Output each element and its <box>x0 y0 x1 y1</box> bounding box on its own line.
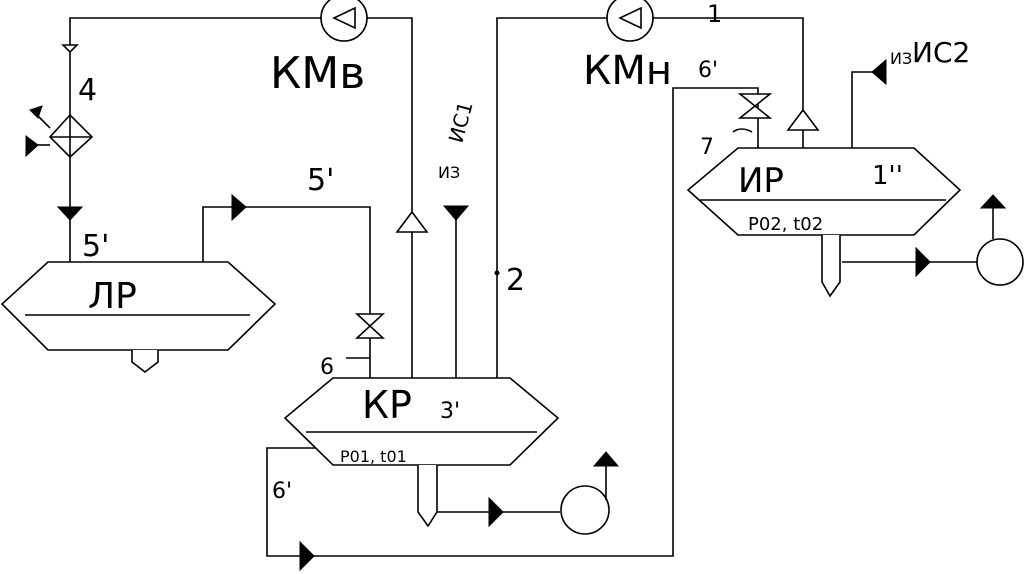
pipeline-6-prime-return <box>266 87 759 557</box>
label-iz-1: ИЗ <box>438 163 460 182</box>
pipeline-km-n-loop <box>496 17 804 455</box>
flow-arrows <box>56 44 931 572</box>
label-lr: ЛР <box>88 276 137 317</box>
vessel-kr <box>283 377 560 528</box>
pipeline-upper-loop <box>69 17 413 378</box>
valve-6 <box>346 313 386 359</box>
label-km-n: КМн <box>583 48 672 94</box>
label-n7: 7 <box>700 135 714 160</box>
label-n1pp: 1'' <box>872 161 903 191</box>
heat-exchanger-4 <box>25 105 94 159</box>
label-n3p: 3' <box>440 399 460 424</box>
label-n6: 6 <box>320 355 334 380</box>
label-p02-t02: P02, t02 <box>748 214 823 235</box>
compressor-km-n <box>606 0 654 42</box>
vessel-ir <box>686 147 962 298</box>
label-ir: ИР <box>738 161 784 201</box>
pump-ir <box>976 194 1024 286</box>
label-uc1: ИС1 <box>444 99 478 145</box>
label-n4: 4 <box>78 73 97 108</box>
label-n2: 2 <box>506 263 525 298</box>
pipeline-uc2 <box>851 71 886 148</box>
pump-kr <box>560 451 620 535</box>
label-n1: 1 <box>707 0 722 28</box>
label-p01-t01: P01, t01 <box>340 447 407 466</box>
label-km-v: КМв <box>270 48 365 99</box>
compressor-km-v <box>320 0 368 42</box>
vessel-lr <box>0 261 277 374</box>
label-iz-2: ИЗ <box>890 49 912 68</box>
label-uc2: ИС2 <box>912 36 970 69</box>
label-kr: КР <box>362 383 412 427</box>
label-n5p-top: 5' <box>307 163 334 198</box>
label-n5p-lr: 5' <box>82 229 109 264</box>
valve-7 <box>737 93 773 119</box>
label-n6p-top: 6' <box>698 58 718 83</box>
label-n6p-left: 6' <box>272 479 292 504</box>
